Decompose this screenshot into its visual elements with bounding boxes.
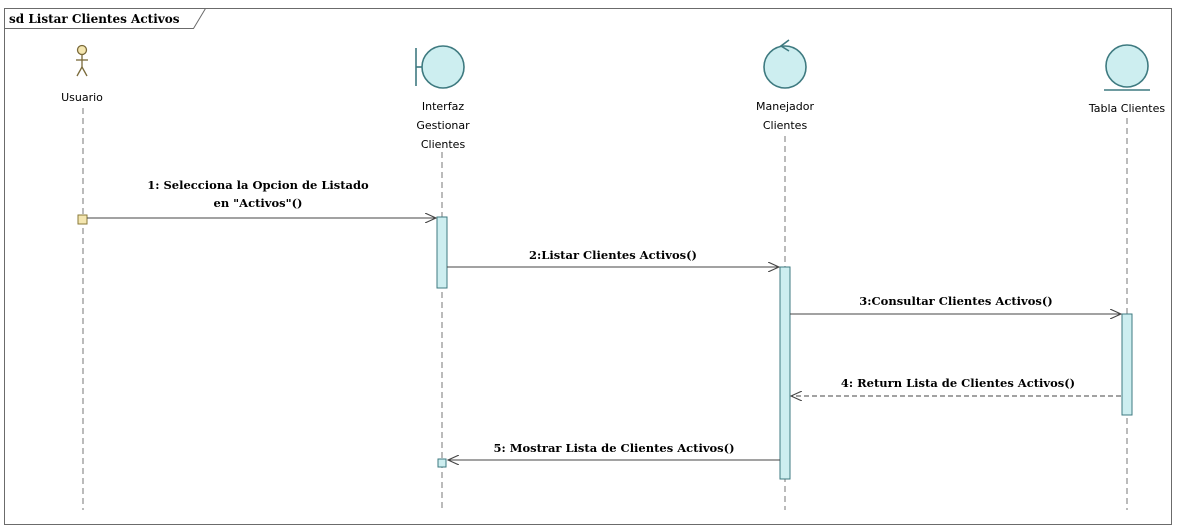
message-5-label: 5: Mostrar Lista de Clientes Activos() xyxy=(493,441,734,455)
message-3-label: 3:Consultar Clientes Activos() xyxy=(859,294,1052,308)
actor-icon xyxy=(76,44,88,77)
message-4-label: 4: Return Lista de Clientes Activos() xyxy=(841,376,1075,390)
frame-title: sd Listar Clientes Activos xyxy=(9,12,180,26)
message-1-start-marker xyxy=(77,214,88,225)
entity-icon xyxy=(1104,44,1150,91)
lifeline-label-manejador-2: Clientes xyxy=(763,119,808,132)
lifeline-label-manejador-1: Manejador xyxy=(756,100,814,113)
control-icon xyxy=(763,39,807,89)
message-2-label: 2:Listar Clientes Activos() xyxy=(529,248,697,262)
lifeline-label-interfaz-2: Gestionar xyxy=(416,119,470,132)
boundary-icon xyxy=(415,45,465,89)
lifeline-label-usuario: Usuario xyxy=(61,91,103,104)
lifeline-label-interfaz-1: Interfaz xyxy=(422,100,464,113)
activation-interfaz xyxy=(436,216,448,289)
message-1-label-line-1: 1: Selecciona la Opcion de Listado xyxy=(147,178,369,192)
activation-tabla xyxy=(1121,313,1133,416)
message-5-end-marker xyxy=(437,458,447,468)
lifeline-label-interfaz-3: Clientes xyxy=(421,138,466,151)
activation-manejador xyxy=(779,266,791,480)
lifeline-label-tabla: Tabla Clientes xyxy=(1088,102,1166,115)
frame-title-tab xyxy=(4,8,206,29)
message-1-label-line-2: en "Activos"() xyxy=(214,196,303,210)
